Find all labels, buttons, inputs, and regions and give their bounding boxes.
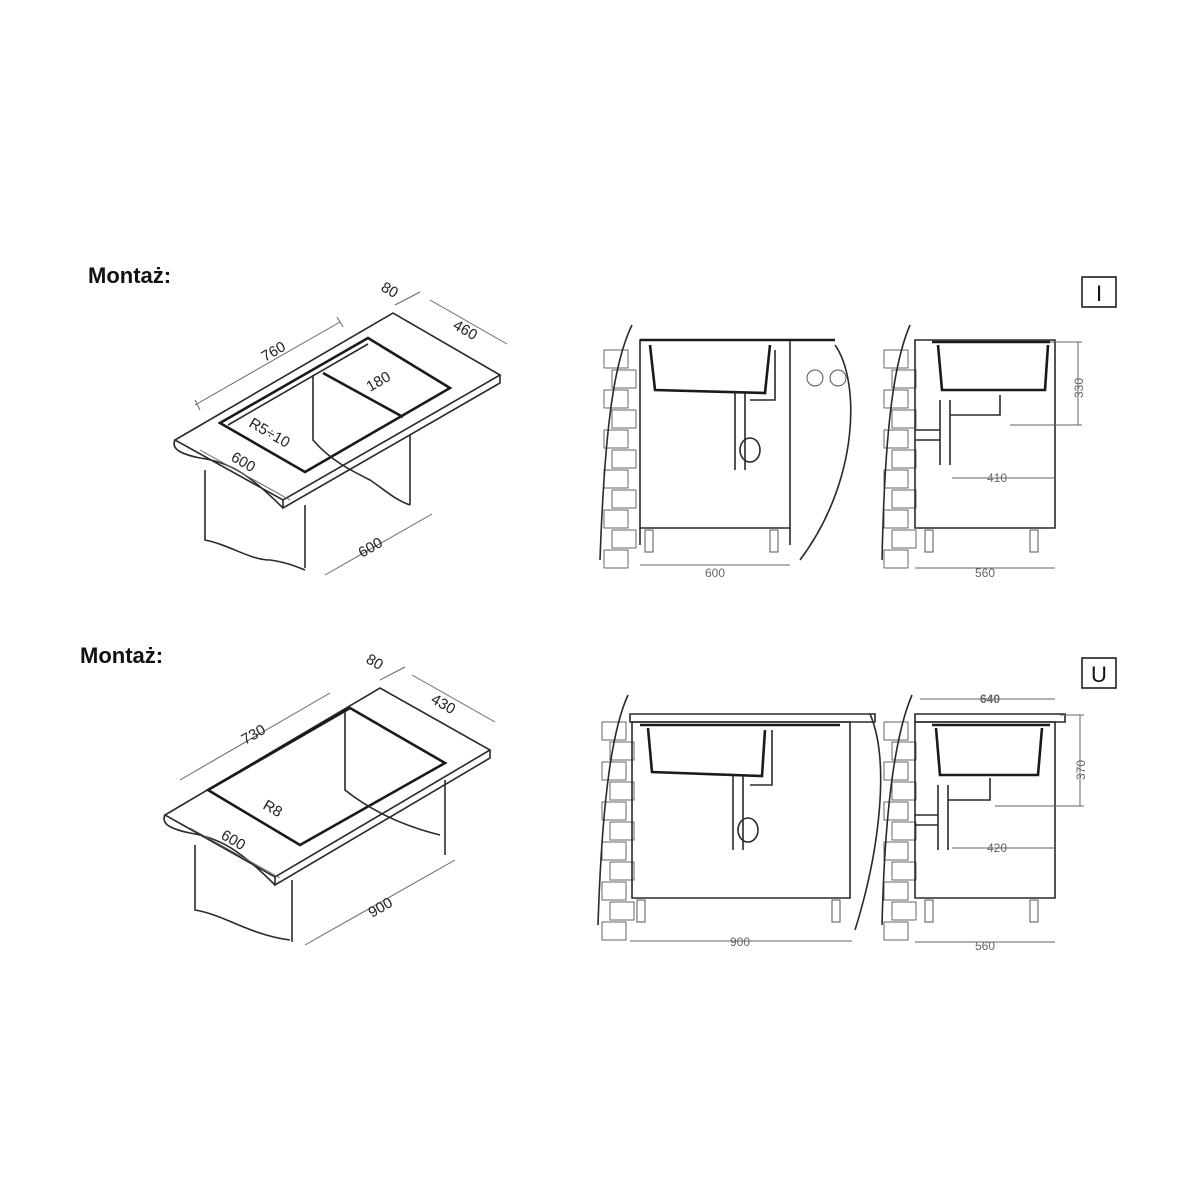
brick [883,429,909,449]
brick [603,389,629,409]
brick [891,861,917,881]
brick [883,721,909,741]
brick [609,901,635,921]
brick [883,469,909,489]
dim-depth-1: 460 [450,317,480,344]
side-height-1: 330 [1072,378,1086,398]
section-title-2: Montaż: [80,643,163,668]
brick [603,549,629,569]
brick [891,369,917,389]
side-drain-offset-2: 420 [987,841,1007,855]
side-top-width-2: 640 [980,692,1000,706]
dim-front-depth-1: 80 [378,279,401,302]
side-height-2: 370 [1074,760,1088,780]
brick [601,881,627,901]
brick [883,549,909,569]
brick [891,529,917,549]
brick [891,781,917,801]
wall-bricks [601,349,917,941]
side-cabinet-depth-2: 560 [975,939,995,953]
brick [603,349,629,369]
mount-type-box-2 [1081,657,1117,689]
side-view-1: 330 410 560 [881,324,1086,580]
brick [601,841,627,861]
brick [603,469,629,489]
brick [891,821,917,841]
dim-length-1: 760 [259,338,289,365]
mount-type-label-1: I [1096,281,1102,306]
brick [883,801,909,821]
iso-view-1: 760 80 460 180 R5÷10 600 600 [173,279,508,576]
dim-depth-2: 430 [428,691,458,718]
brick [883,921,909,941]
dim-cutout-width-2: 600 [218,827,248,854]
brick [601,801,627,821]
brick [603,509,629,529]
mount-type-label-2: U [1091,662,1107,687]
brick [609,741,635,761]
front-view-2: 900 [597,694,882,949]
brick [601,761,627,781]
brick [891,449,917,469]
front-cabinet-width-2: 900 [730,935,750,949]
dim-radius-2: R8 [260,797,285,821]
side-drain-offset-1: 410 [987,471,1007,485]
brick [611,489,637,509]
brick [883,509,909,529]
brick [609,821,635,841]
front-cabinet-width-1: 600 [705,566,725,580]
brick [609,781,635,801]
brick [611,369,637,389]
dim-divider-1: 180 [364,368,394,395]
brick [611,449,637,469]
section-title-1: Montaż: [88,263,171,288]
dim-length-2: 730 [239,721,269,748]
side-cabinet-depth-1: 560 [975,566,995,580]
brick [883,349,909,369]
brick [603,429,629,449]
brick [883,389,909,409]
brick [891,901,917,921]
dim-cabinet-width-2: 900 [366,894,396,921]
brick [883,841,909,861]
brick [611,529,637,549]
brick [883,761,909,781]
iso-view-2: 730 80 430 R8 600 900 [163,651,496,946]
side-view-2: 640 370 420 560 [881,692,1088,953]
dim-cabinet-width-1: 600 [356,534,386,561]
brick [601,721,627,741]
brick [601,921,627,941]
mount-type-box-1 [1081,276,1117,308]
brick [891,489,917,509]
front-view-1: 600 [599,324,852,580]
dim-front-depth-2: 80 [363,651,386,674]
brick [611,409,637,429]
brick [891,409,917,429]
brick [883,881,909,901]
brick [609,861,635,881]
dim-radius-1: R5÷10 [246,415,293,452]
